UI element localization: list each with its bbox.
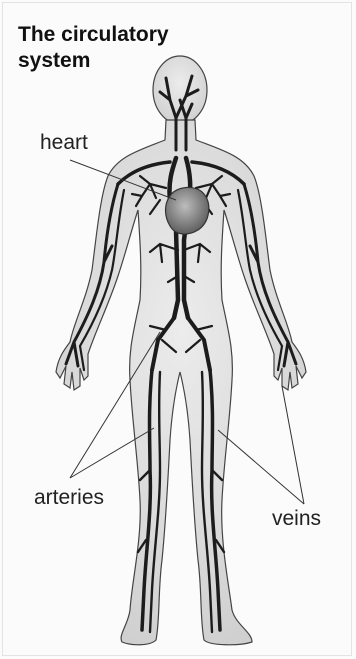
label-arteries: arteries [34,486,104,510]
label-veins: veins [272,507,321,531]
label-heart: heart [40,131,88,155]
veins-leader-line-left [218,430,304,504]
body-silhouette [56,56,306,645]
veins-leader-line-right [282,386,304,504]
heart-shape [166,187,209,234]
